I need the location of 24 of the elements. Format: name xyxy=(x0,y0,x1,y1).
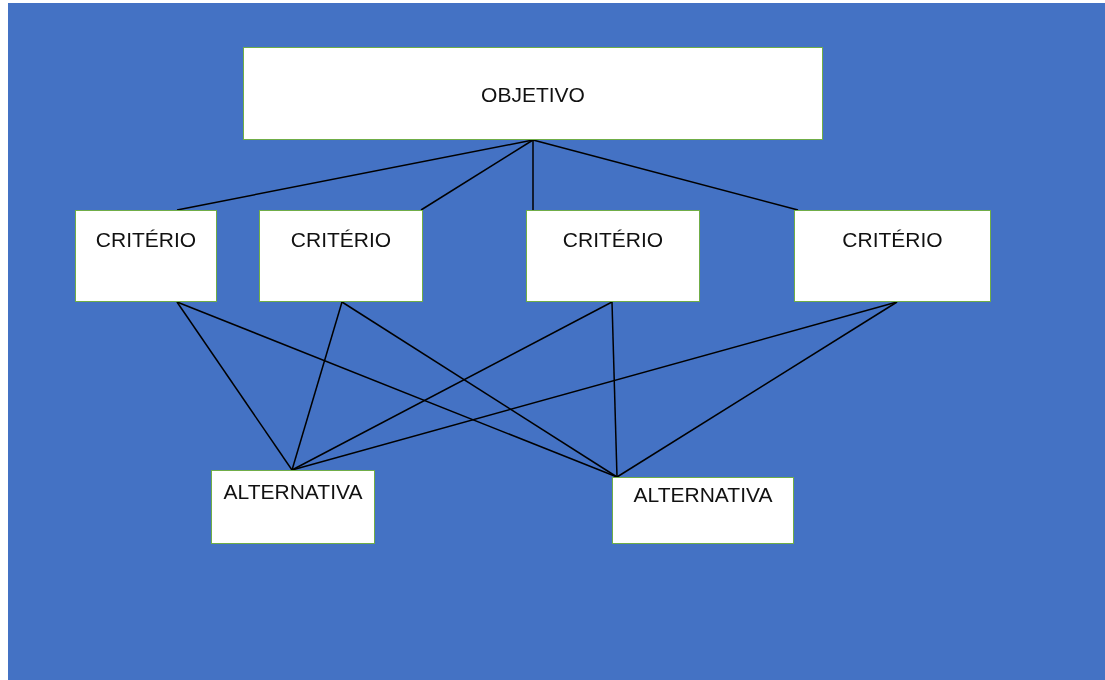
node-box xyxy=(526,210,700,302)
connector-line xyxy=(341,301,618,478)
node-label: CRITÉRIO xyxy=(290,227,392,253)
connector-line xyxy=(532,139,534,211)
node-label: CRITÉRIO xyxy=(842,227,943,253)
connector-line xyxy=(291,301,613,471)
node-box xyxy=(794,210,991,302)
node-label: OBJETIVO xyxy=(481,82,585,108)
node-box xyxy=(243,47,823,140)
connector-line xyxy=(176,301,618,478)
connector-line xyxy=(532,139,799,211)
node-label: CRITÉRIO xyxy=(95,227,197,253)
node-box xyxy=(75,210,217,302)
node-box xyxy=(211,470,375,544)
node-label: CRITÉRIO xyxy=(562,227,664,253)
connector-line xyxy=(291,301,343,471)
node-box xyxy=(259,210,423,302)
node-label: ALTERNATIVA xyxy=(223,479,363,505)
connector-line xyxy=(611,301,618,478)
connector-line xyxy=(420,139,534,211)
connector-line xyxy=(616,301,898,478)
connector-line xyxy=(176,301,293,471)
node-box xyxy=(612,477,794,544)
node-label: ALTERNATIVA xyxy=(633,482,773,508)
